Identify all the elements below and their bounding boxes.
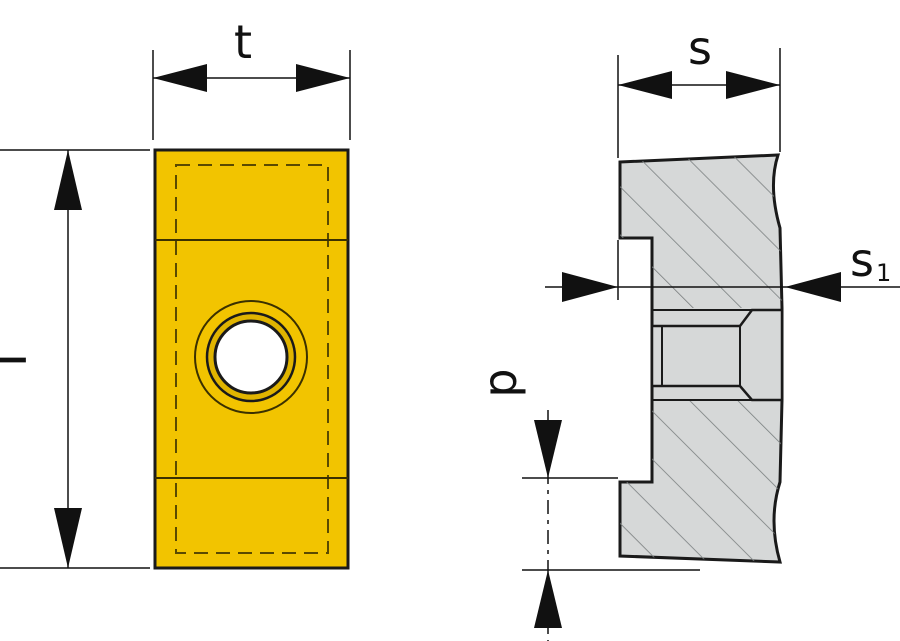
dimension-p: p <box>473 368 700 641</box>
insert-top-view <box>153 148 350 570</box>
arrow-head <box>153 64 207 92</box>
insert-section-view <box>618 153 784 564</box>
label-t: t <box>234 15 252 69</box>
arrow-head <box>726 71 780 99</box>
arrow-head <box>54 150 82 210</box>
arrow-head <box>534 570 562 628</box>
label-s: s <box>688 21 712 75</box>
arrow-head <box>534 420 562 478</box>
hole-bore <box>213 319 289 395</box>
label-s1: s <box>850 233 874 287</box>
label-s1-subscript: 1 <box>876 259 891 287</box>
arrow-head <box>296 64 350 92</box>
label-l: l <box>0 352 39 367</box>
label-p: p <box>473 368 527 397</box>
dimension-s: s <box>617 21 781 158</box>
arrow-head <box>54 508 82 568</box>
dimension-s1: s 1 <box>545 233 900 302</box>
dimension-t: t <box>152 15 351 140</box>
insert-hidden-edge <box>175 164 329 554</box>
arrow-head <box>618 71 672 99</box>
dimension-l: l <box>0 149 150 569</box>
arrow-head <box>785 272 841 302</box>
arrow-head <box>562 272 618 302</box>
